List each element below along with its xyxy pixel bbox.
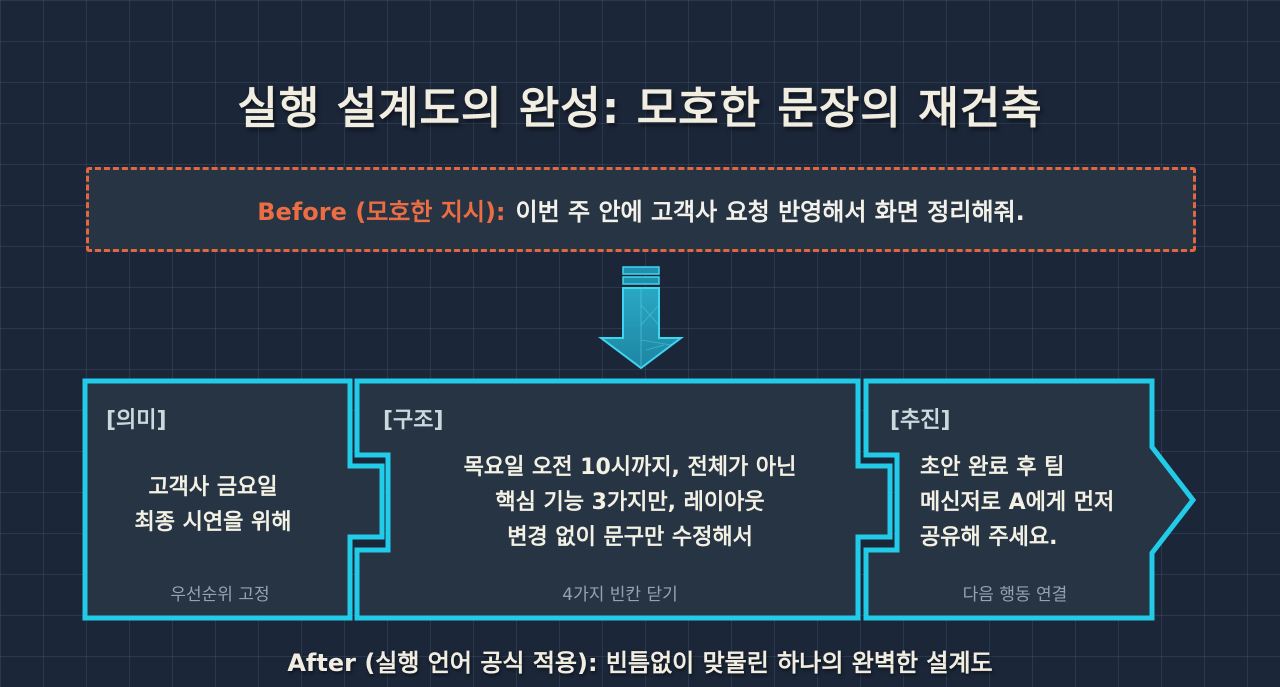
panel-meaning-shape (82, 378, 385, 621)
panel-meaning-footer: 우선순위 고정 (170, 585, 270, 605)
before-box: Before (모호한 지시): 이번 주 안에 고객사 요청 반영해서 화면 … (86, 167, 1196, 252)
panel-meaning-line: 최종 시연을 위해 (134, 510, 292, 535)
panel-drive-line: 공유해 주세요. (920, 525, 1058, 550)
page-title: 실행 설계도의 완성: 모호한 문장의 재건축 (237, 83, 1043, 134)
panel-structure-tag: [구조] (383, 408, 444, 433)
panel-structure-line: 변경 없이 문구만 수정해서 (507, 525, 753, 550)
panel-structure-shape (354, 378, 893, 621)
panel-drive-line: 메신저로 A에게 먼저 (920, 490, 1115, 515)
before-text: 이번 주 안에 고객사 요청 반영해서 화면 정리해줘. (515, 198, 1025, 226)
panel-structure-line: 목요일 오전 10시까지, 전체가 아닌 (463, 455, 797, 480)
panel-structure-body: 목요일 오전 10시까지, 전체가 아닌 핵심 기능 3가지만, 레이아웃 변경… (400, 450, 860, 555)
panel-structure-line: 핵심 기능 3가지만, 레이아웃 (495, 490, 765, 515)
after-caption: After (실행 언어 공식 적용): 빈틈없이 맞물린 하나의 완벽한 설계… (287, 649, 993, 677)
down-arrow-icon (598, 266, 684, 370)
panel-drive-line: 초안 완료 후 팀 (920, 455, 1065, 480)
panel-structure-footer: 4가지 빈칸 닫기 (562, 585, 678, 605)
panel-meaning-line: 고객사 금요일 (148, 475, 278, 500)
panel-drive-body: 초안 완료 후 팀 메신저로 A에게 먼저 공유해 주세요. (920, 450, 1160, 555)
panel-meaning-tag: [의미] (106, 408, 167, 433)
panel-drive-footer: 다음 행동 연결 (962, 585, 1068, 605)
panel-drive-shape (863, 378, 1197, 621)
before-label: Before (모호한 지시): (257, 198, 506, 226)
panel-meaning-body: 고객사 금요일 최종 시연을 위해 (108, 470, 318, 540)
panel-drive-tag: [추진] (890, 408, 951, 433)
